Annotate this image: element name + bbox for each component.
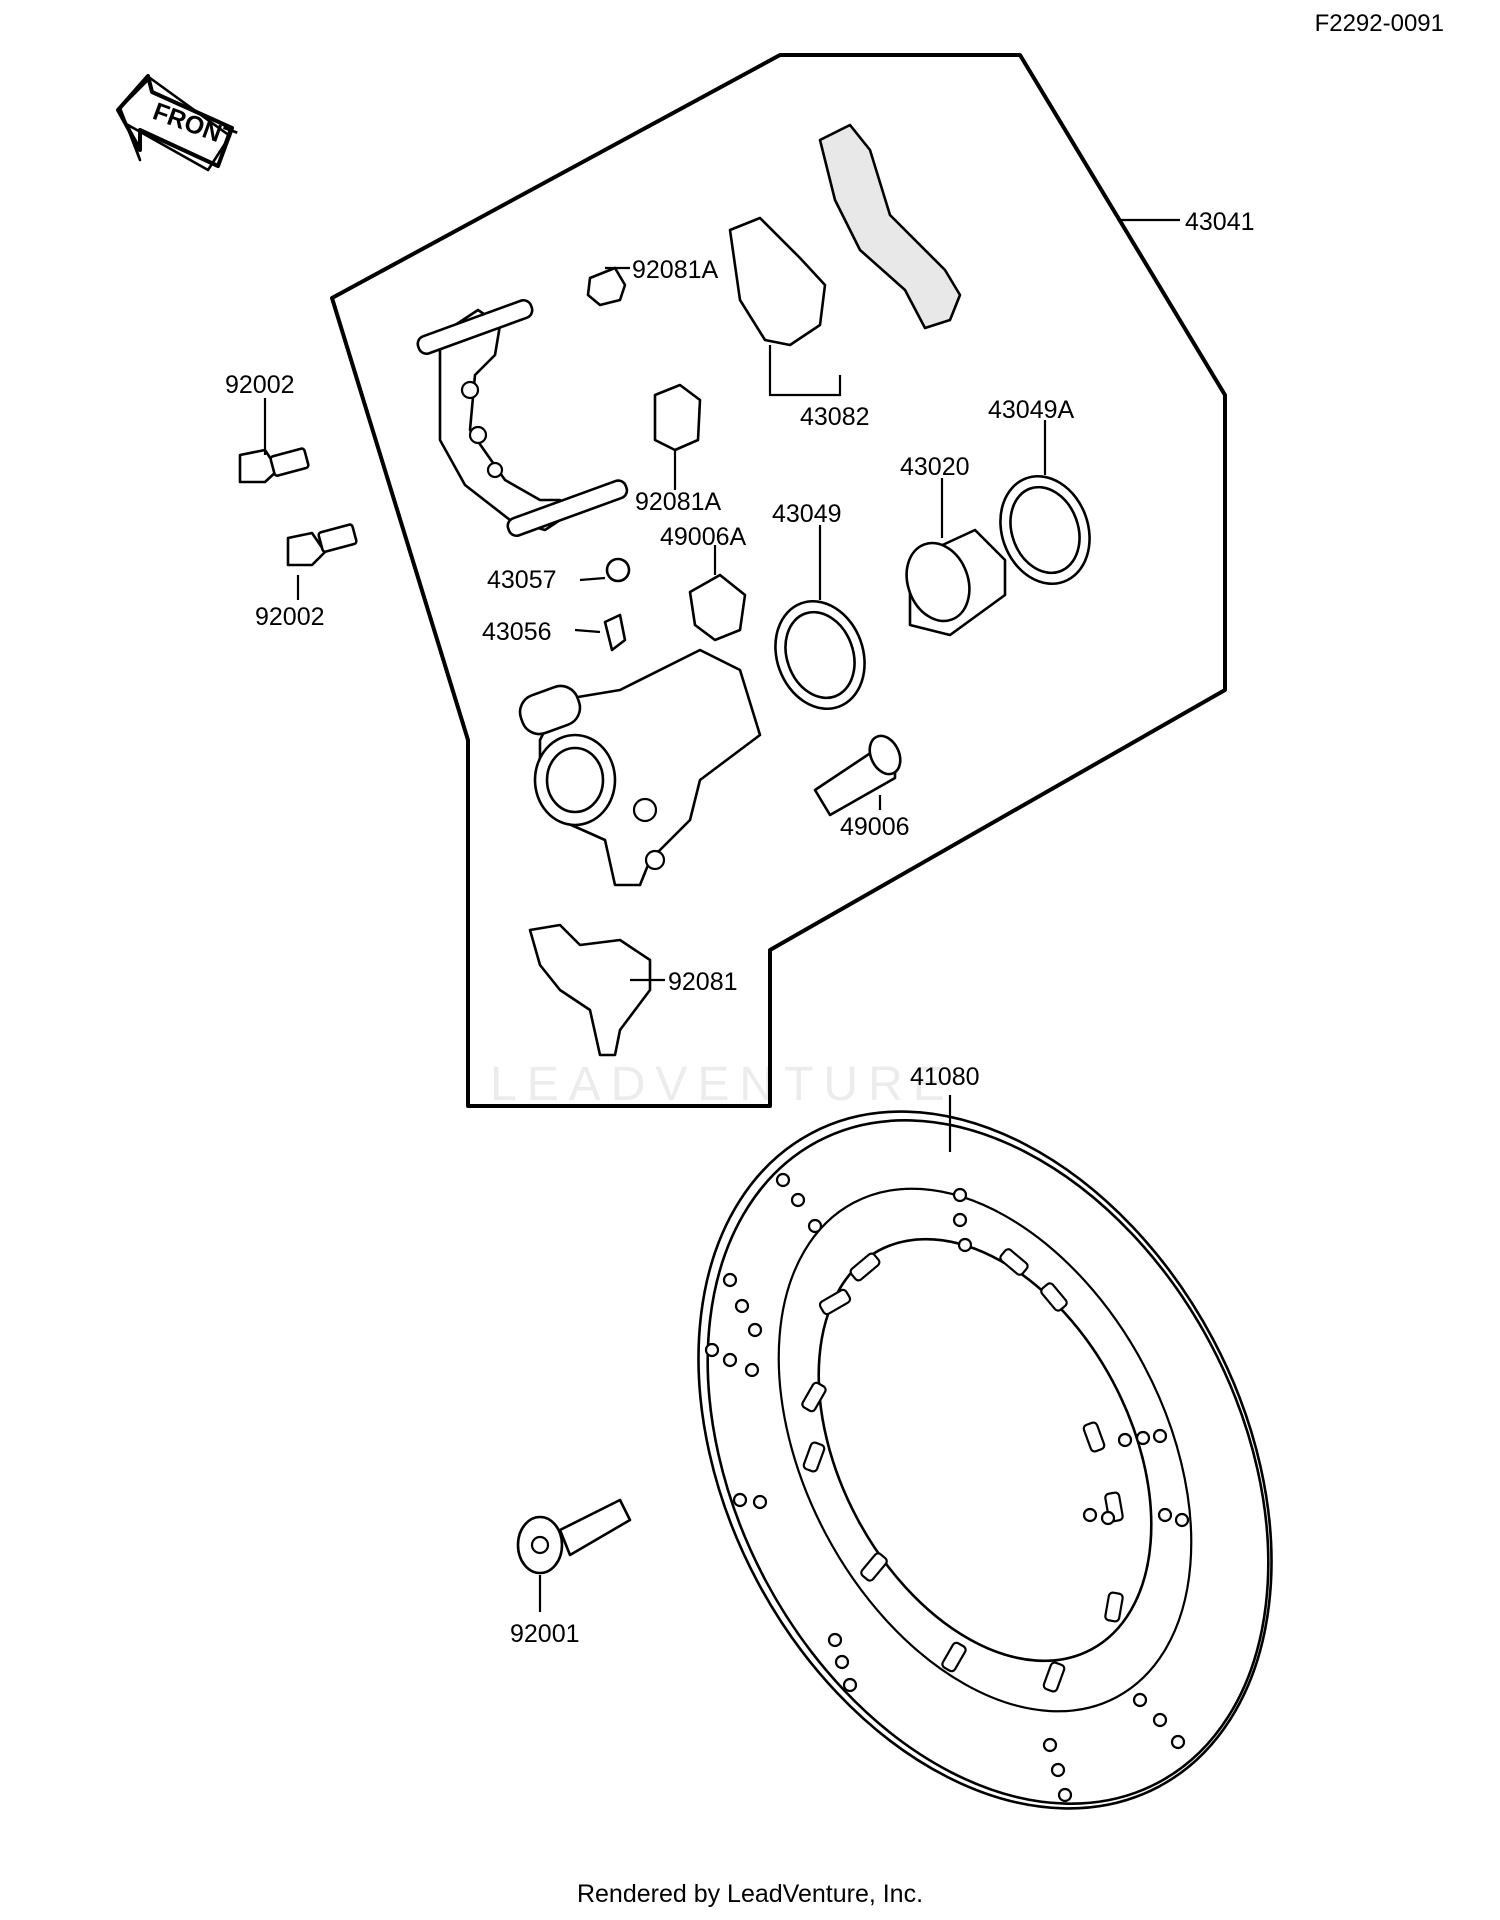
disc-holes [704,1172,1190,1803]
caliper-body [518,648,762,887]
callout-labels: 43041 92081A 92002 43082 43049A 43020 92… [225,208,1255,1648]
footer-credit: Rendered by LeadVenture, Inc. [576,1880,924,1908]
callout-92081A-top: 92081A [632,256,719,284]
callout-43049A: 43049A [988,396,1075,424]
leader-lines [263,218,1180,1612]
callout-43049: 43049 [772,500,842,528]
dust-seal [999,474,1091,586]
pad-spring-mid [653,383,702,452]
callout-43082: 43082 [800,403,870,431]
disc-slots [801,1248,1124,1693]
callout-92002-bottom: 92002 [255,603,325,631]
callout-92081: 92081 [668,968,738,996]
callout-49006: 49006 [840,813,910,841]
callout-92081A-mid: 92081A [635,488,722,516]
pin-boot [688,573,747,642]
disc-bolt [516,1498,632,1575]
bleeder-cap [605,557,631,583]
caliper-bracket [416,298,629,538]
callout-92002-top: 92002 [225,371,295,399]
brake-pads [728,123,962,347]
callout-43041: 43041 [1185,208,1255,236]
pad-spring-top [586,266,627,307]
callout-49006A: 49006A [660,523,747,551]
bolt-92002-top [238,447,310,484]
callout-41080: 41080 [910,1063,980,1091]
front-arrow-icon: FRONT [116,74,240,172]
caliper-assembly-outline [330,53,1227,1108]
callout-43056: 43056 [482,618,552,646]
bleeder-valve [603,613,627,652]
piston [905,528,1007,637]
bolt-92002-bottom [286,523,358,567]
brake-disc [697,1110,1273,1810]
caliper-pin [813,734,902,817]
callout-43020: 43020 [900,453,970,481]
watermark-text: LEADVENTURE [490,1058,955,1111]
callout-43057: 43057 [487,566,557,594]
pad-spring-bottom [528,923,652,1057]
diagram-id: F2292-0091 [1314,10,1444,37]
callout-92001: 92001 [510,1620,580,1648]
piston-seal [774,599,866,711]
